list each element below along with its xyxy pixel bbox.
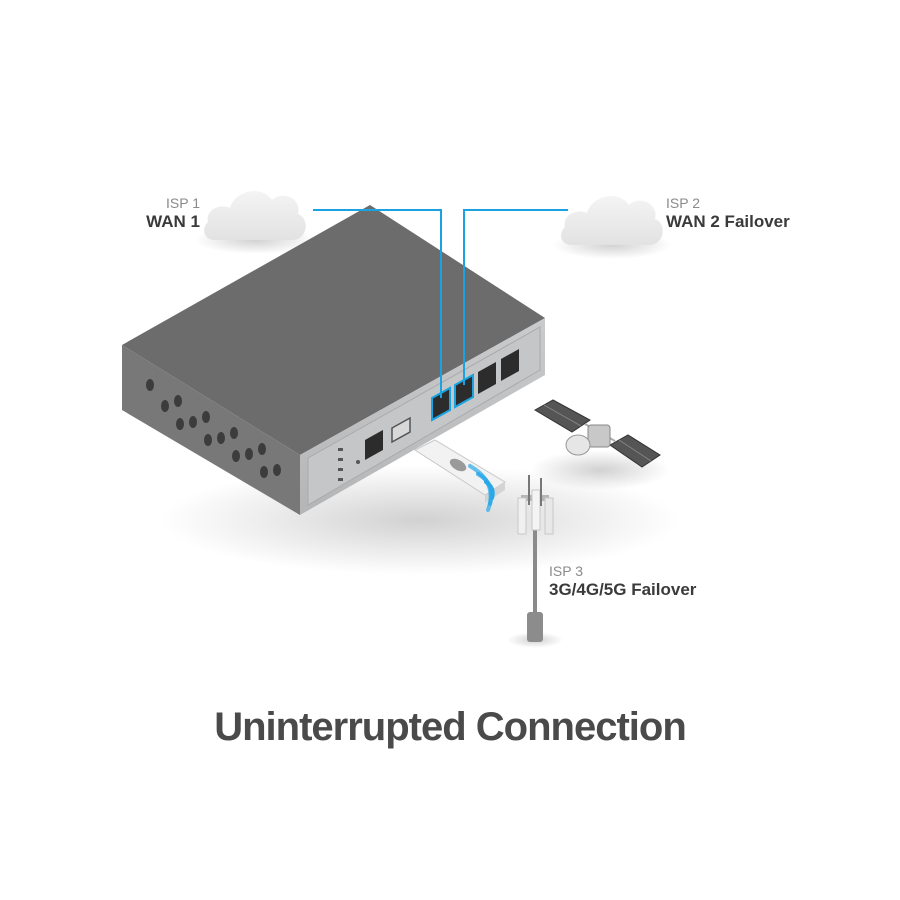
vent-hole — [232, 450, 240, 462]
cloud-icon-isp2 — [552, 196, 672, 259]
vent-hole — [245, 448, 253, 460]
vent-hole — [258, 443, 266, 455]
vent-hole — [174, 395, 182, 407]
vent-hole — [217, 432, 225, 444]
front-ports — [338, 349, 519, 481]
vent-hole — [146, 379, 154, 391]
vent-hole — [260, 466, 268, 478]
isp1-provider: ISP 1 — [166, 195, 200, 211]
isp3-label: ISP 3 3G/4G/5G Failover — [549, 563, 696, 600]
vent-hole — [176, 418, 184, 430]
vent-hole — [189, 416, 197, 428]
isp2-label: ISP 2 WAN 2 Failover — [666, 195, 790, 232]
wan-connection-lines — [313, 209, 568, 398]
cell-tower-icon — [507, 475, 563, 648]
vent-hole — [202, 411, 210, 423]
wan1-port — [431, 386, 451, 422]
cloud-icon-isp1 — [195, 191, 315, 254]
satellite-icon — [530, 399, 670, 490]
isp2-link: WAN 2 Failover — [666, 211, 790, 231]
vent-hole — [161, 400, 169, 412]
isp1-label: ISP 1 WAN 1 — [120, 195, 200, 232]
isp1-link: WAN 1 — [146, 211, 200, 231]
vent-hole — [273, 464, 281, 476]
wan2-port — [454, 373, 474, 409]
wireless-signal-icon — [468, 464, 495, 512]
vent-hole — [204, 434, 212, 446]
isp3-link: 3G/4G/5G Failover — [549, 579, 697, 599]
isp2-provider: ISP 2 — [666, 195, 700, 211]
isp3-provider: ISP 3 — [549, 563, 583, 579]
caption-title: Uninterrupted Connection — [214, 705, 687, 749]
vent-hole — [230, 427, 238, 439]
vent-holes — [146, 379, 281, 478]
